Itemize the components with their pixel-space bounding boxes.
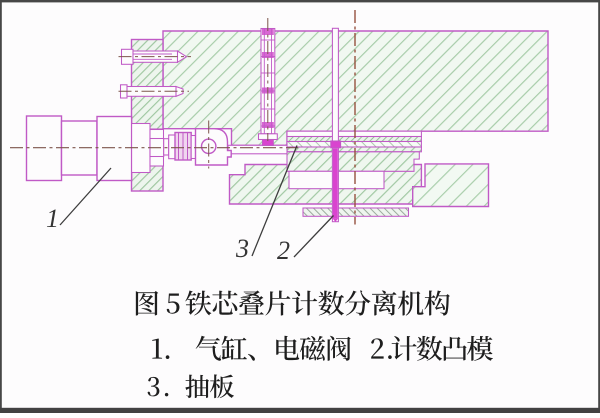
svg-text:3: 3 [235, 234, 249, 263]
svg-text:1: 1 [46, 204, 59, 233]
svg-text:2: 2 [277, 236, 290, 265]
